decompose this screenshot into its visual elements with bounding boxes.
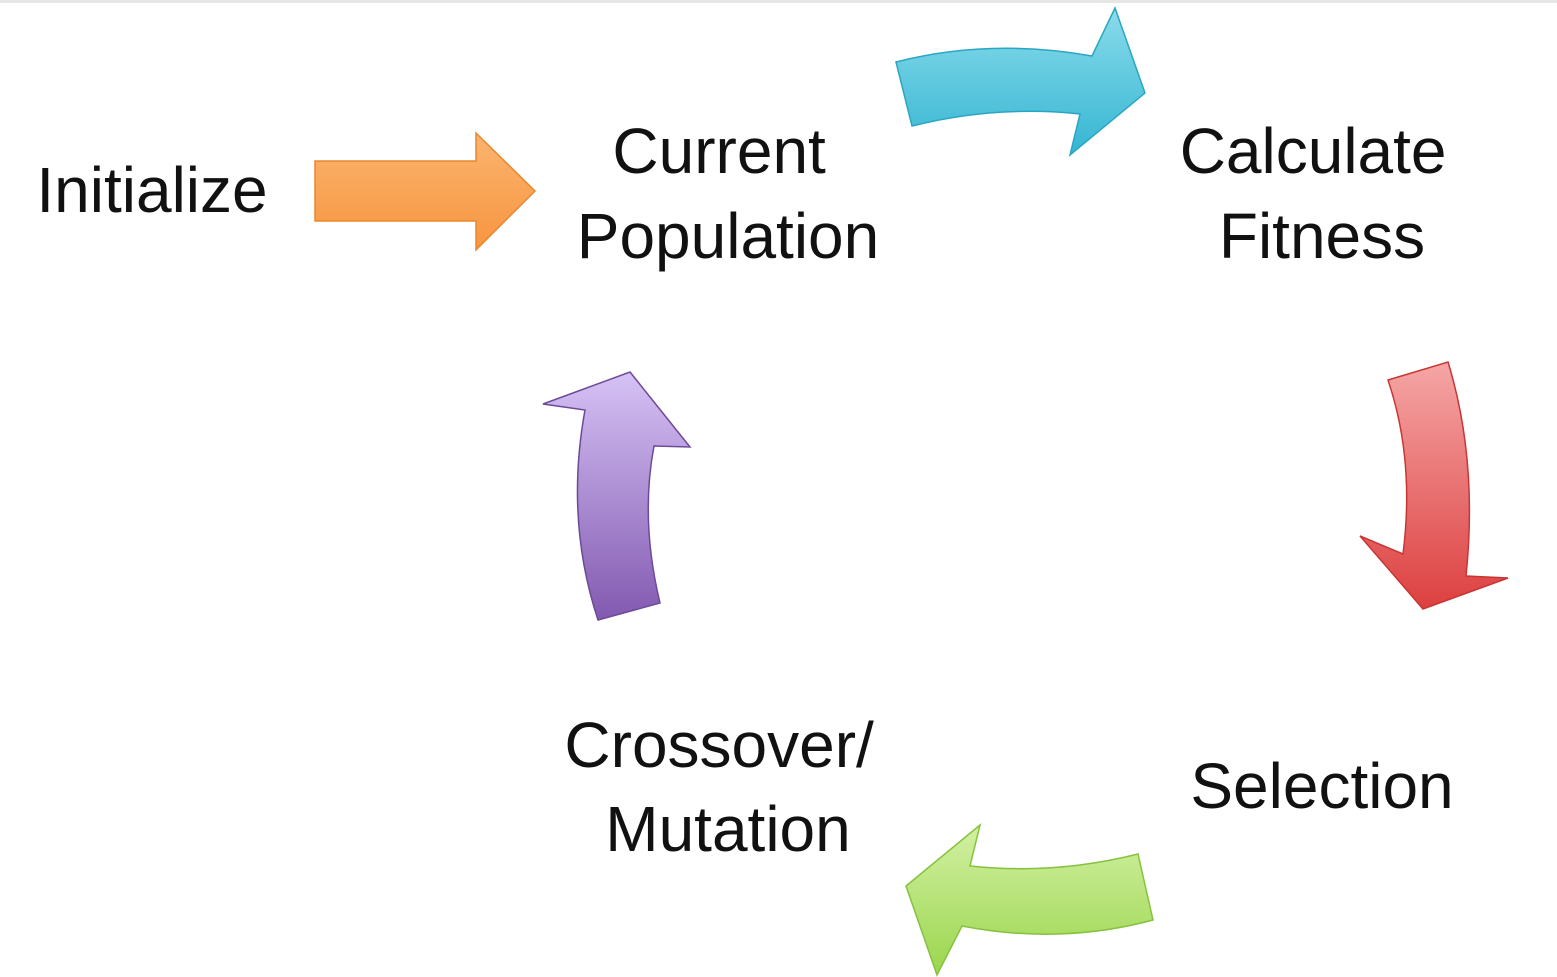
node-selection: Selection xyxy=(1190,750,1453,822)
arrow-fitness-to-selection xyxy=(1359,361,1509,610)
node-crossover-mutation-line-2: Mutation xyxy=(605,793,850,865)
node-calculate-fitness-line-2: Fitness xyxy=(1219,200,1425,272)
arrow-selection-to-crossover xyxy=(905,822,1154,977)
node-crossover-mutation: Crossover/ Mutation xyxy=(564,709,891,865)
node-calculate-fitness: Calculate Fitness xyxy=(1180,115,1465,272)
top-border xyxy=(0,0,1557,3)
node-selection-line-1: Selection xyxy=(1190,750,1453,822)
arrow-initialize-to-population xyxy=(314,131,537,252)
node-crossover-mutation-line-1: Crossover/ xyxy=(564,709,874,781)
node-initialize: Initialize xyxy=(36,154,267,226)
arrow-crossover-to-population xyxy=(542,371,692,621)
node-calculate-fitness-line-1: Calculate xyxy=(1180,115,1447,187)
node-current-population-line-2: Population xyxy=(577,200,879,272)
node-initialize-line-1: Initialize xyxy=(36,154,267,226)
arrow-population-to-fitness xyxy=(895,6,1146,158)
node-current-population: Current Population xyxy=(577,115,879,272)
node-current-population-line-1: Current xyxy=(612,115,826,187)
